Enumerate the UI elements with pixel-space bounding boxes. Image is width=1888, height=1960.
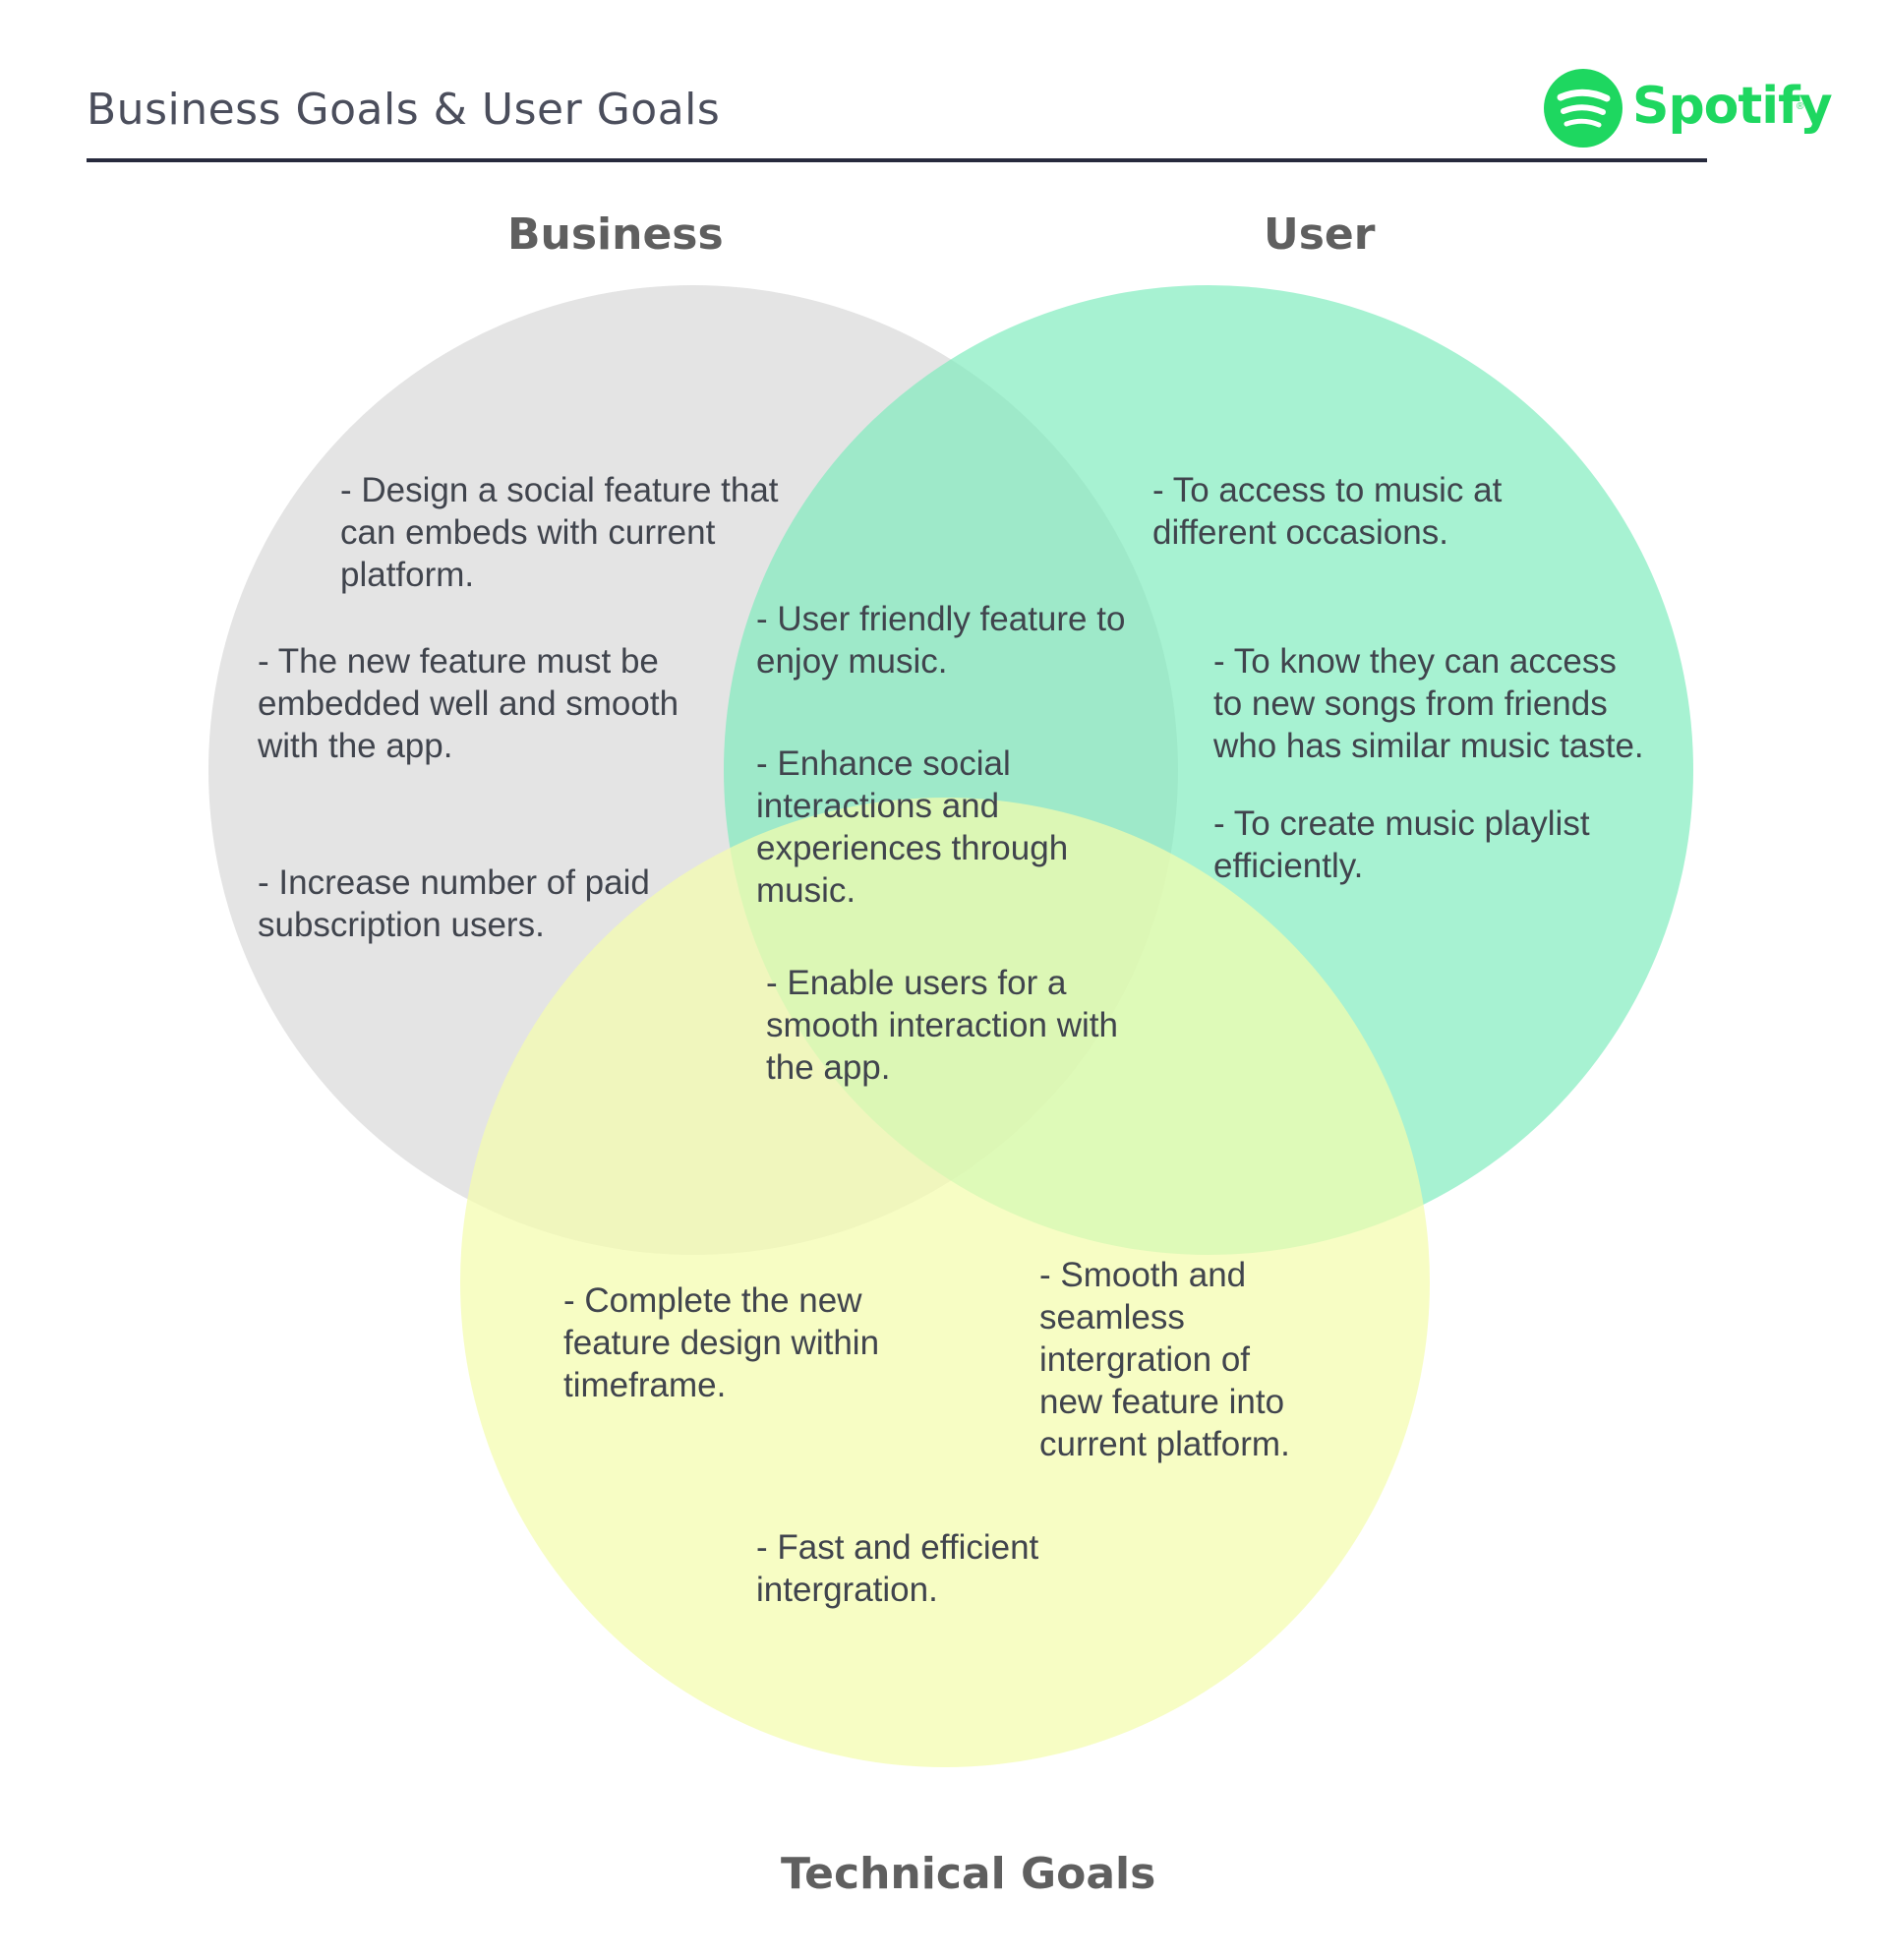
user-goal-new-songs-friends: - To know they can access to new songs f… [1213,642,1644,765]
spotify-logo-icon [1544,69,1622,148]
user-goal-create-playlist: - To create music playlist efficiently. [1213,804,1590,885]
user-goal-access-music: - To access to music at different occasi… [1152,471,1503,552]
user-label: User [1264,209,1376,260]
header-divider [87,158,1707,162]
technical-goal-timeframe: - Complete the new feature design within… [563,1281,880,1404]
spotify-wordmark: Spotify [1632,77,1833,136]
business-goal-paid-subscriptions: - Increase number of paid subscription u… [258,863,650,944]
page-title: Business Goals & User Goals [87,85,721,135]
technical-circle [460,798,1430,1767]
shared-goal-smooth-interaction: - Enable users for a smooth interaction … [766,964,1118,1087]
shared-goal-user-friendly: - User friendly feature to enjoy music. [756,600,1126,681]
spotify-logo: Spotify ® [1543,68,1833,148]
business-label: Business [507,209,724,260]
technical-goal-seamless-integration: - Smooth and seamless intergration of ne… [1039,1256,1290,1463]
technical-goals-label: Technical Goals [781,1849,1156,1899]
technical-goal-fast-integration: - Fast and efficient intergration. [756,1528,1039,1609]
registered-mark: ® [1797,101,1804,112]
business-goal-social-feature: - Design a social feature that can embed… [340,471,779,594]
business-goal-embed-smooth: - The new feature must be embedded well … [258,642,679,765]
shared-goal-social-interactions: - Enhance social interactions and experi… [756,744,1069,910]
